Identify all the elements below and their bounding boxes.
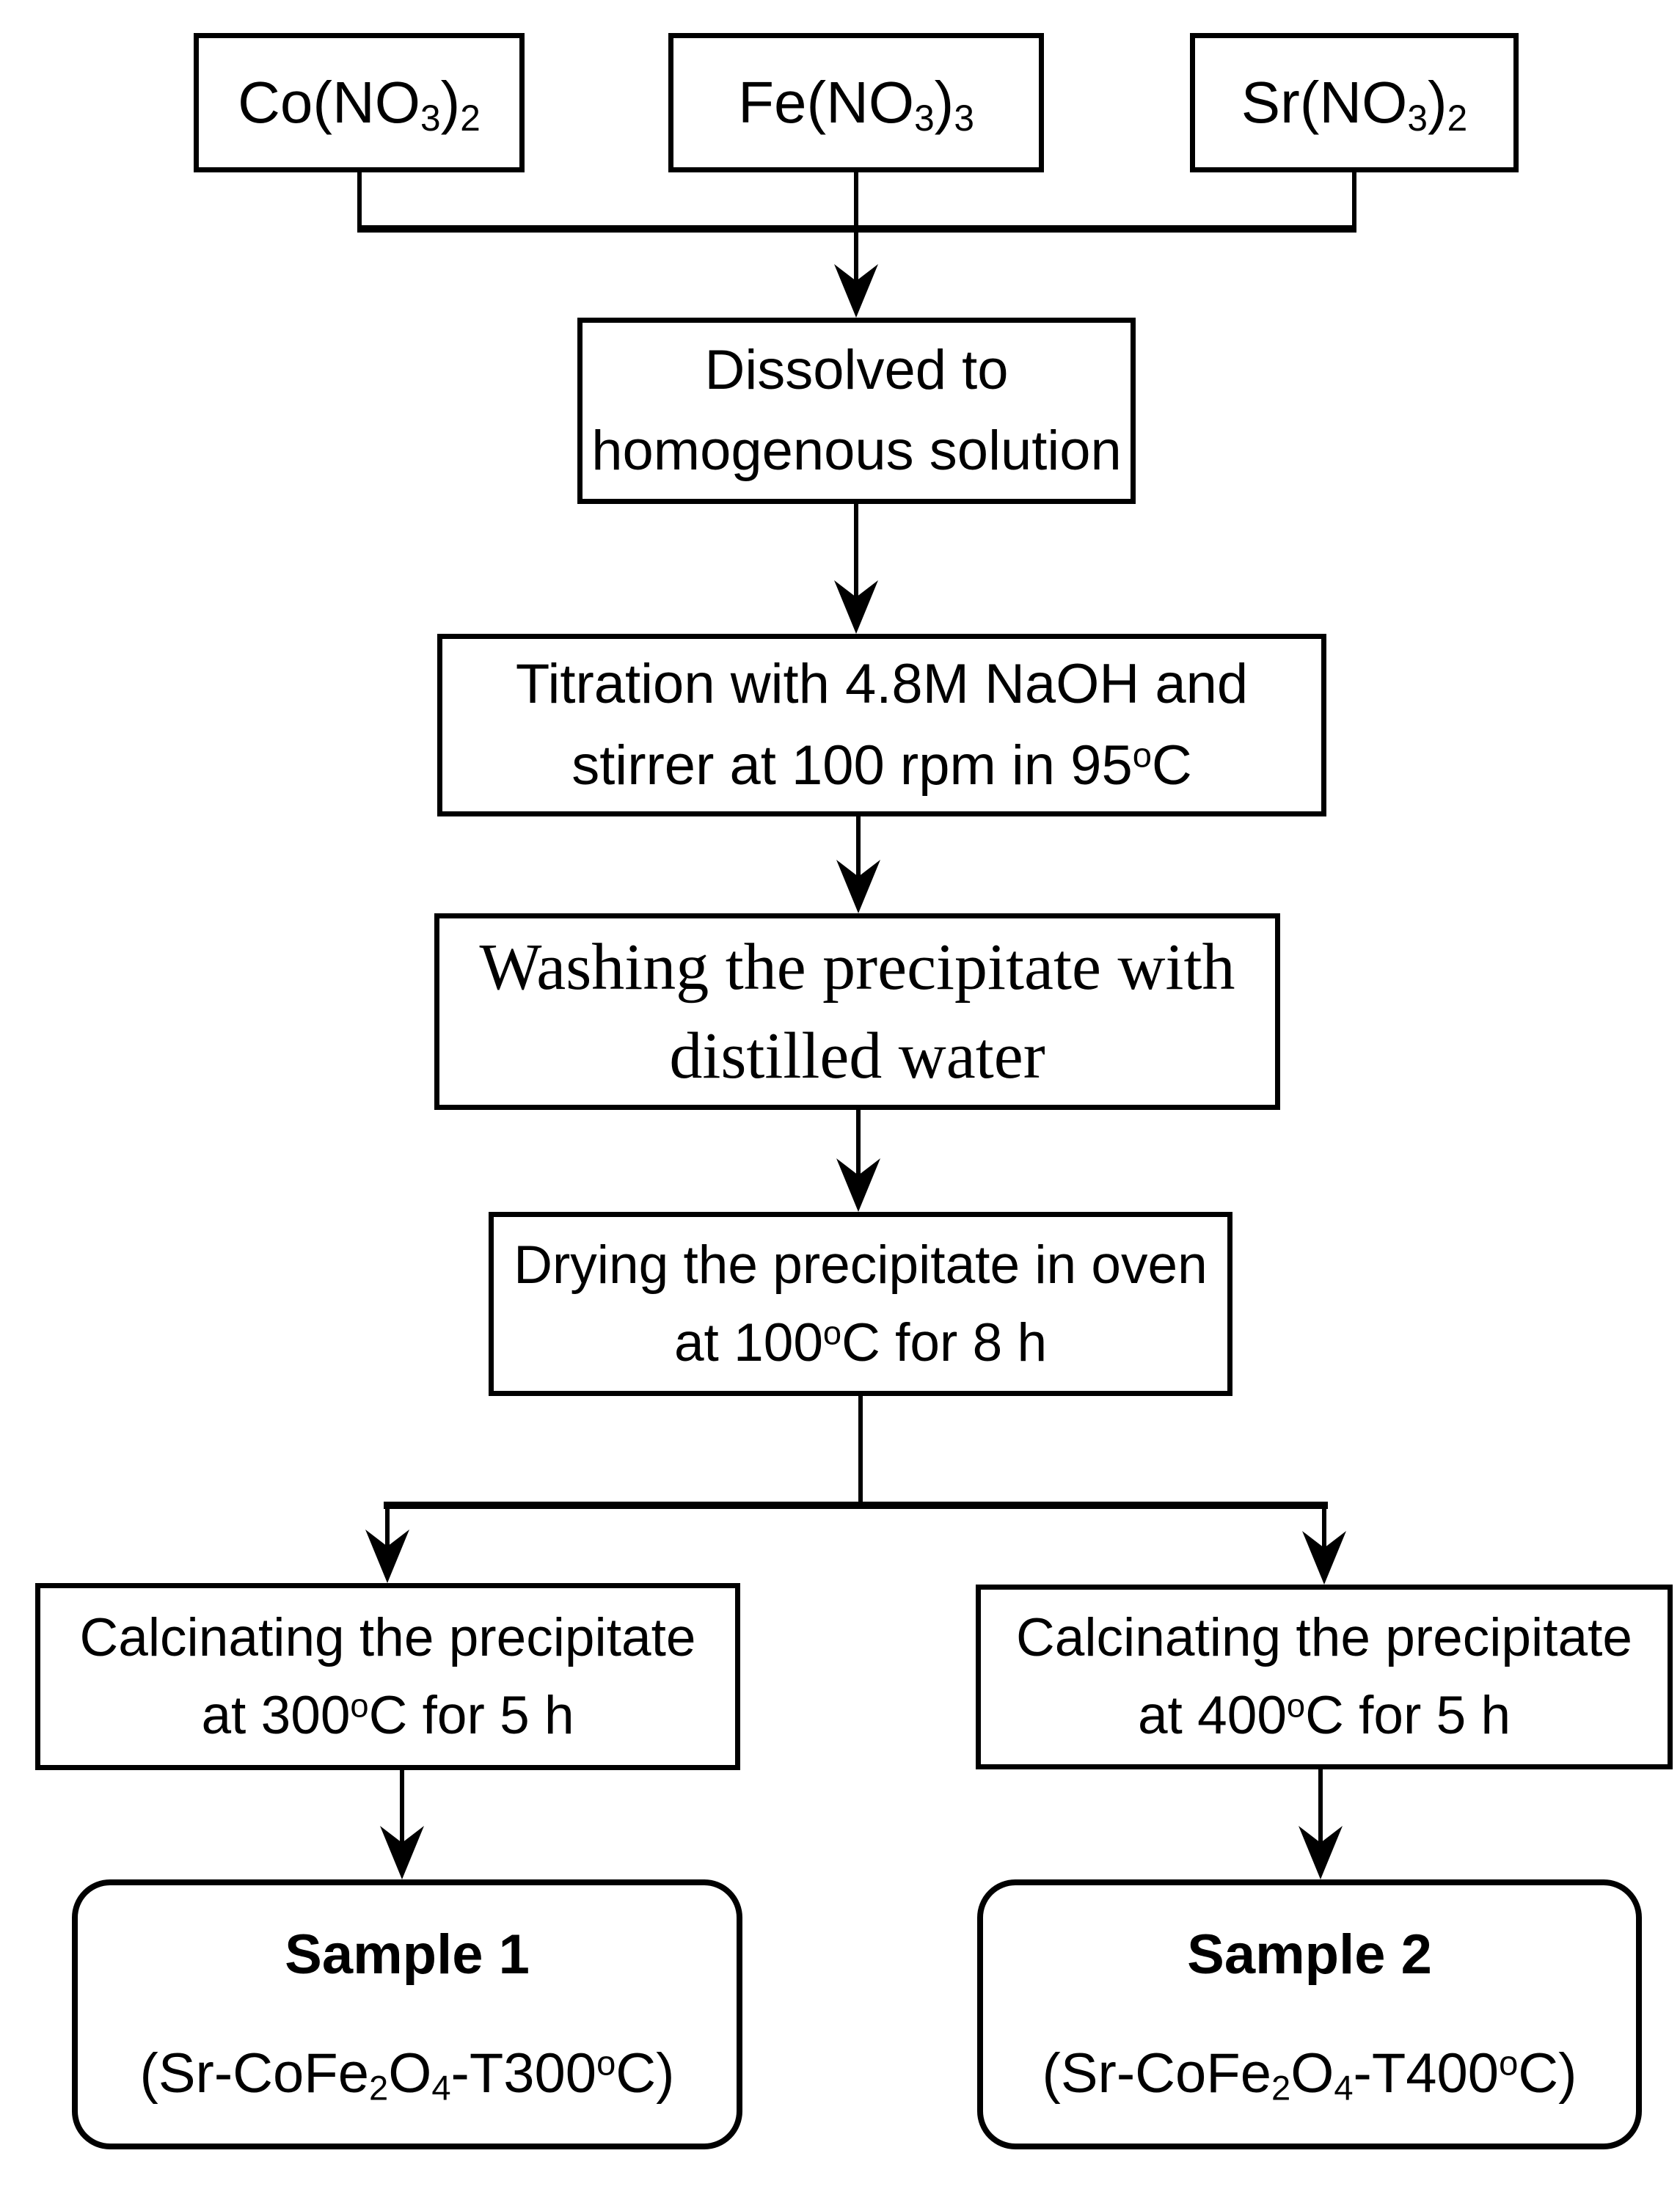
arrowhead-to-calcine-400 (1302, 1531, 1346, 1585)
arrowhead-to-drying (836, 1158, 880, 1212)
arrowhead-to-calcine-300 (365, 1530, 409, 1583)
reagent-box-iron-nitrate: Fe(NO3)3 (668, 33, 1044, 172)
step-calcinate-400: Calcinating the precipitate at 400oC for… (976, 1585, 1673, 1769)
result-sample-1: Sample 1 (Sr-CoFe2O4-T300oC) (72, 1879, 742, 2149)
step-dissolve-line1: Dissolved to (704, 338, 1009, 401)
step-calcinate-300-line2: at 300oC for 5 h (201, 1685, 574, 1745)
arrowhead-to-dissolve (834, 264, 878, 318)
step-titration: Titration with 4.8M NaOH and stirrer at … (437, 634, 1326, 816)
step-calcinate-400-line2: at 400oC for 5 h (1137, 1686, 1511, 1745)
reagent-label-strontium-nitrate: Sr(NO3)2 (1241, 70, 1468, 139)
step-washing: Washing the precipitate with distilled w… (434, 913, 1280, 1110)
reagent-label-cobalt-nitrate: Co(NO3)2 (238, 70, 481, 139)
step-drying-line1: Drying the precipitate in oven (514, 1235, 1208, 1295)
step-titration-line1: Titration with 4.8M NaOH and (515, 653, 1249, 716)
result-sample-2-formula: (Sr-CoFe2O4-T400oC) (1042, 2042, 1577, 2108)
step-calcinate-400-line1: Calcinating the precipitate (1016, 1608, 1632, 1668)
result-sample-2-title: Sample 2 (1187, 1923, 1432, 1986)
arrowhead-to-sample-1 (380, 1826, 424, 1879)
arrowhead-to-sample-2 (1299, 1826, 1343, 1879)
result-sample-1-title: Sample 1 (285, 1923, 530, 1986)
step-washing-line2: distilled water (669, 1020, 1045, 1092)
result-sample-2: Sample 2 (Sr-CoFe2O4-T400oC) (977, 1879, 1642, 2149)
result-sample-1-formula: (Sr-CoFe2O4-T300oC) (139, 2042, 675, 2108)
step-titration-line2: stirrer at 100 rpm in 95oC (571, 734, 1192, 797)
step-calcinate-300: Calcinating the precipitate at 300oC for… (35, 1583, 740, 1770)
reagent-box-strontium-nitrate: Sr(NO3)2 (1190, 33, 1519, 172)
step-dissolve: Dissolved to homogenous solution (577, 318, 1136, 504)
step-drying: Drying the precipitate in oven at 100oC … (489, 1212, 1232, 1396)
reagent-box-cobalt-nitrate: Co(NO3)2 (194, 33, 525, 172)
arrowhead-to-titration (834, 580, 878, 634)
reagent-label-iron-nitrate: Fe(NO3)3 (738, 70, 974, 139)
step-drying-line2: at 100oC for 8 h (673, 1312, 1048, 1373)
step-dissolve-line2: homogenous solution (591, 420, 1122, 482)
arrowhead-to-washing (836, 860, 880, 913)
step-calcinate-300-line1: Calcinating the precipitate (79, 1607, 696, 1667)
step-washing-line1: Washing the precipitate with (479, 930, 1235, 1004)
